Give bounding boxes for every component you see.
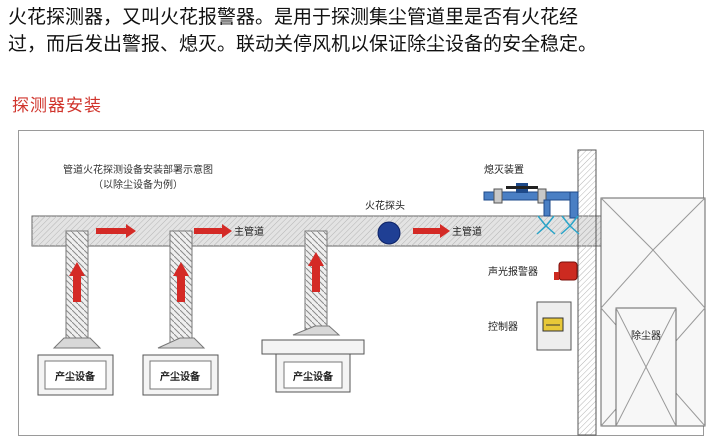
intro-line-1: 火花探测器，又叫火花报警器。是用于探测集尘管道里是否有火花经	[8, 6, 579, 28]
equipment-1: 产尘设备	[37, 354, 114, 396]
intro-line-2: 过，而后发出警报、熄灭。联动关停风机以保证除尘设备的安全稳定。	[8, 33, 598, 55]
equipment-label-1: 产尘设备	[55, 370, 96, 383]
flow-arrows	[96, 224, 450, 238]
dust-collector	[600, 197, 706, 427]
extinguish-device	[483, 183, 580, 235]
upward-flow-arrows	[69, 252, 324, 302]
controller-device	[536, 301, 572, 351]
controller-label: 控制器	[488, 320, 518, 333]
main-pipe-label-1: 主管道	[234, 225, 264, 238]
section-title: 探测器安装	[12, 96, 102, 116]
equipment-label-3: 产尘设备	[293, 370, 334, 383]
equipment-2: 产尘设备	[142, 354, 219, 396]
spark-probe-label: 火花探头	[365, 199, 405, 212]
diagram-caption: 管道火花探测设备安装部署示意图	[63, 163, 213, 176]
wall	[577, 149, 597, 436]
equipment-3: 产尘设备	[261, 339, 365, 393]
equipment-label-2: 产尘设备	[160, 370, 201, 383]
extinguish-device-label: 熄灭装置	[484, 163, 524, 176]
alarm-label: 声光报警器	[488, 265, 538, 278]
dust-collector-label: 除尘器	[631, 329, 661, 342]
diagram-caption-sub: （以除尘设备为例）	[93, 178, 183, 191]
branch-pipe-2	[157, 230, 206, 349]
intro-text: 火花探测器，又叫火花报警器。是用于探测集尘管道里是否有火花经 过，而后发出警报、…	[8, 4, 708, 58]
spark-probe	[377, 221, 401, 245]
main-pipe-label-2: 主管道	[452, 225, 482, 238]
installation-diagram: 管道火花探测设备安装部署示意图 （以除尘设备为例） 产尘设备 产尘设备 产尘设备	[18, 130, 706, 436]
alarm-device	[554, 261, 578, 281]
